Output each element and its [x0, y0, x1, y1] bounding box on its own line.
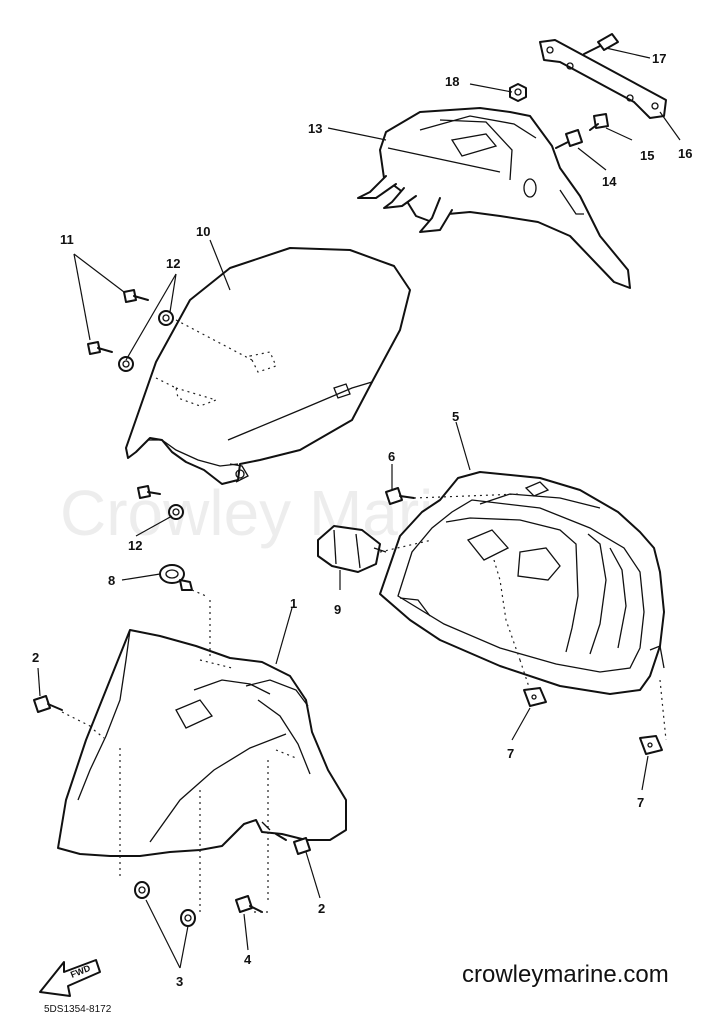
- diagram-code: 5DS1354-8172: [44, 1004, 112, 1015]
- clamp-part-8[interactable]: [159, 564, 207, 597]
- grommet-part-12-upper[interactable]: [118, 310, 174, 372]
- callout-12-lower: 12: [128, 538, 142, 553]
- grommet-part-3[interactable]: [134, 881, 196, 927]
- bolt-part-17[interactable]: [583, 33, 619, 55]
- callout-2-left: 2: [32, 650, 39, 665]
- screw-part-2-right[interactable]: [275, 833, 311, 855]
- grommet-part-12-lower[interactable]: [137, 485, 184, 520]
- callout-3: 3: [176, 974, 183, 989]
- callout-1: 1: [290, 596, 297, 611]
- fwd-arrow-icon: FWD: [39, 959, 101, 997]
- leader-lines: [37, 47, 681, 969]
- bolt-part-4[interactable]: [235, 895, 268, 913]
- bracket-plate-part-16[interactable]: [539, 39, 667, 119]
- callout-2-right: 2: [318, 901, 325, 916]
- bolt-part-14[interactable]: [555, 129, 583, 149]
- callout-12-upper: 12: [166, 256, 180, 271]
- website-label: crowleymarine.com: [462, 961, 669, 988]
- callout-6: 6: [388, 449, 395, 464]
- nut-part-18[interactable]: [509, 83, 527, 102]
- callout-17: 17: [652, 51, 666, 66]
- screw-part-2-left[interactable]: [33, 695, 95, 729]
- callout-8: 8: [108, 573, 115, 588]
- front-fender-upper-part-10[interactable]: [125, 247, 411, 485]
- callout-18: 18: [445, 74, 459, 89]
- callout-15: 15: [640, 148, 654, 163]
- screw-part-11[interactable]: [87, 289, 149, 355]
- callout-11: 11: [60, 232, 74, 247]
- callout-labels: 17 18 13 15 16 14 10 11 12 5 6 12 8 9 1 …: [32, 51, 692, 989]
- screw-part-6[interactable]: [385, 487, 521, 505]
- bolt-part-15[interactable]: [589, 113, 609, 131]
- rear-flap-part-13[interactable]: [357, 107, 631, 289]
- callout-5: 5: [452, 409, 459, 424]
- clip-part-9[interactable]: [317, 525, 433, 573]
- callout-7-left: 7: [507, 746, 514, 761]
- clip-part-7-right[interactable]: [639, 679, 667, 755]
- callout-13: 13: [308, 121, 322, 136]
- callout-10: 10: [196, 224, 210, 239]
- callout-16: 16: [678, 146, 692, 161]
- callout-9: 9: [334, 602, 341, 617]
- inner-housing-part-5[interactable]: [379, 471, 665, 695]
- clip-part-7-left[interactable]: [519, 659, 547, 707]
- callout-4: 4: [244, 952, 252, 967]
- callout-7-right: 7: [637, 795, 644, 810]
- callout-14: 14: [602, 174, 617, 189]
- front-fender-lower-part-1[interactable]: [57, 600, 347, 916]
